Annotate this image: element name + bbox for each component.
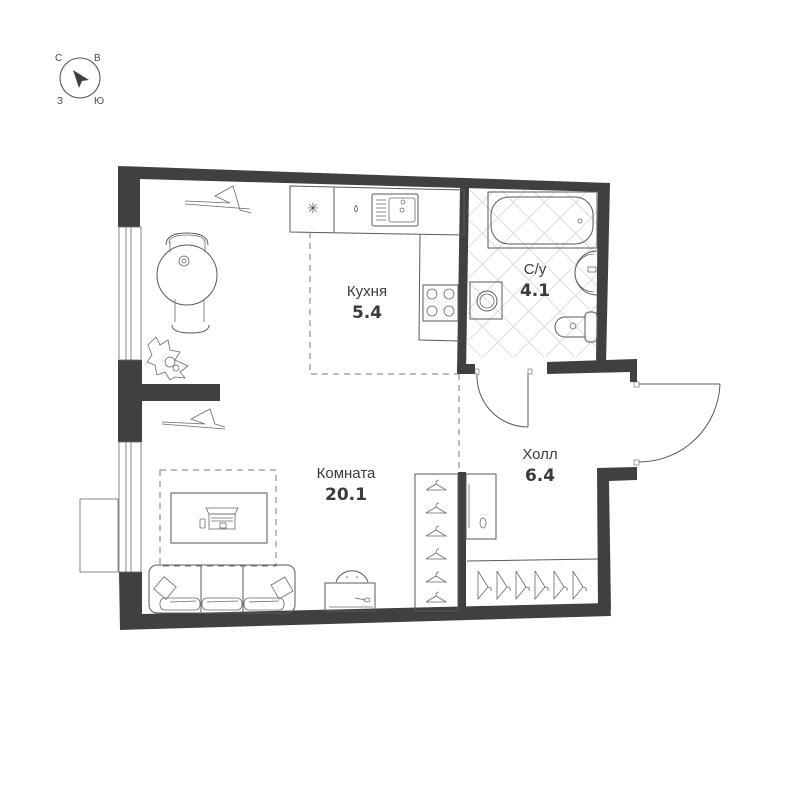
compass-south: Ю: [94, 96, 104, 107]
windows: [79, 226, 142, 573]
compass-north: С: [55, 53, 62, 64]
radiator-kitchen-icon: [184, 185, 252, 214]
phone-icon: [199, 518, 206, 529]
hall-shoe-cabinet-icon: [465, 473, 497, 540]
compass: С В З Ю: [55, 53, 104, 107]
room-kitchen: Кухня 5.4: [347, 283, 387, 323]
sink-icon: [371, 193, 419, 227]
room-bathroom: С/у 4.1: [520, 261, 550, 301]
freezer-snowflake-icon: ✳: [307, 200, 319, 216]
media-zone-boundary: [159, 469, 277, 567]
wall-bottom: [119, 572, 611, 630]
window-living: [118, 441, 142, 573]
bathroom-door[interactable]: [474, 368, 533, 428]
wall-partition-living: [142, 384, 220, 401]
bathroom-tile-floor: [468, 190, 598, 357]
hall-closet-icon: [466, 558, 599, 601]
washbasin-icon: [574, 250, 598, 296]
bathtub-icon: [487, 191, 598, 249]
cushion-icon: [153, 576, 177, 600]
kitchen-counter: ✳: [289, 185, 465, 342]
balcony-radiator: [79, 498, 119, 573]
wall-bathroom-left: [457, 188, 469, 373]
entrance-door[interactable]: [633, 381, 721, 466]
water-drop-icon: [354, 204, 358, 213]
compass-arrow-icon: [73, 70, 89, 88]
wall-bathroom-bottom-left: [457, 364, 475, 374]
room-label: С/у: [524, 261, 547, 278]
cooktop-icon: [422, 284, 459, 322]
kitchen-zone-boundary: [309, 232, 459, 375]
room-area: 5.4: [352, 303, 382, 323]
room-living: Комната 20.1: [317, 465, 376, 505]
coffee-table-icon: [170, 492, 268, 544]
toilet-icon: [554, 311, 598, 343]
cushion-icon: [270, 576, 294, 600]
laptop-icon: [205, 507, 239, 530]
wall-closet-partition: [458, 472, 466, 612]
wall-top-left: [118, 166, 610, 227]
dining-table-icon: [156, 232, 218, 334]
wall-right-bathroom: [596, 183, 610, 365]
sofa-icon: [148, 564, 296, 614]
walls: [118, 166, 637, 630]
compass-west: З: [57, 96, 63, 107]
room-area: 4.1: [520, 281, 550, 301]
wall-left-middle: [118, 360, 142, 442]
plant-icon: [146, 336, 189, 381]
wall-hall-right: [597, 467, 637, 611]
room-hall: Холл 6.4: [522, 446, 557, 486]
room-area: 20.1: [325, 485, 367, 505]
radiator-living-icon: [161, 408, 226, 430]
window-kitchen: [118, 226, 142, 361]
wall-bathroom-bottom-right: [547, 359, 637, 382]
room-label: Комната: [317, 465, 376, 482]
washing-machine-icon: [469, 281, 503, 320]
room-label: Кухня: [347, 283, 387, 300]
room-area: 6.4: [525, 466, 555, 486]
desk-icon: [324, 570, 376, 612]
room-label: Холл: [522, 446, 557, 463]
wardrobe-icon: [414, 473, 459, 612]
compass-ring-icon: [59, 57, 101, 99]
compass-east: В: [94, 53, 101, 64]
